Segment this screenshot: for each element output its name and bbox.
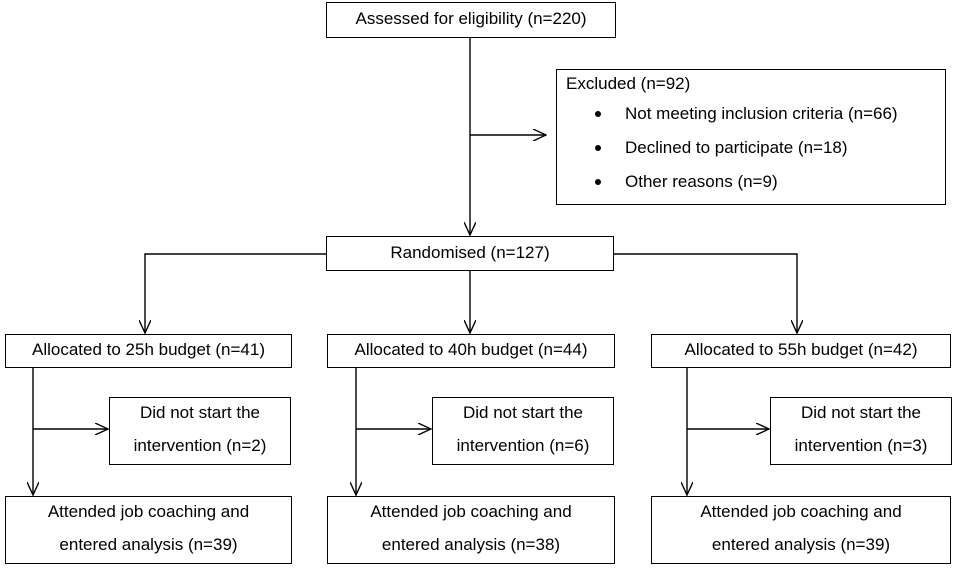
excluded-title: Excluded (n=92) <box>566 74 691 93</box>
arm-3-not-started-box: Did not start the intervention (n=3) <box>770 397 952 465</box>
excluded-reasons-list: Not meeting inclusion criteria (n=66) De… <box>557 104 898 206</box>
arm-3-allocated-label: Allocated to 55h budget (n=42) <box>684 340 918 359</box>
arm-1-not-started-line-2: intervention (n=2) <box>133 436 267 455</box>
arm-3-not-started-line-1: Did not start the <box>800 403 921 422</box>
randomised-box: Randomised (n=127) <box>326 236 614 271</box>
arm-2-analysis-line-2: entered analysis (n=38) <box>381 535 561 554</box>
arm-3-analysis-line-2: entered analysis (n=39) <box>711 535 891 554</box>
excluded-reason-item: Not meeting inclusion criteria (n=66) <box>557 104 898 138</box>
excluded-reason-item: Declined to participate (n=18) <box>557 138 898 172</box>
arrow-randomised-to-arm-3 <box>613 253 797 333</box>
excluded-reason-text: Declined to participate (n=18) <box>625 138 848 157</box>
arm-1-analysis-line-2: entered analysis (n=39) <box>59 535 238 554</box>
arm-1-allocated-box: Allocated to 25h budget (n=41) <box>5 334 292 368</box>
arm-3-analysis-line-1: Attended job coaching and <box>700 502 902 521</box>
bullet-icon <box>595 179 601 185</box>
bullet-icon <box>595 145 601 151</box>
arm-2-analysis-line-1: Attended job coaching and <box>370 502 572 521</box>
excluded-reason-text: Not meeting inclusion criteria (n=66) <box>625 104 898 123</box>
excluded-box: Excluded (n=92) Not meeting inclusion cr… <box>556 69 946 205</box>
arm-1-not-started-line-1: Did not start the <box>139 403 260 422</box>
arm-1-analysis-box: Attended job coaching and entered analys… <box>5 496 292 564</box>
arm-2-allocated-box: Allocated to 40h budget (n=44) <box>327 334 615 368</box>
assessed-label: Assessed for eligibility (n=220) <box>355 9 587 28</box>
arm-1-not-started-box: Did not start the intervention (n=2) <box>109 397 291 465</box>
arm-2-not-started-box: Did not start the intervention (n=6) <box>432 397 614 465</box>
bullet-icon <box>595 111 601 117</box>
arm-2-allocated-label: Allocated to 40h budget (n=44) <box>354 340 588 359</box>
assessed-box: Assessed for eligibility (n=220) <box>326 2 616 38</box>
excluded-reason-item: Other reasons (n=9) <box>557 172 898 206</box>
arm-3-analysis-box: Attended job coaching and entered analys… <box>651 496 951 564</box>
arm-3-not-started-line-2: intervention (n=3) <box>794 436 928 455</box>
arm-3-allocated-box: Allocated to 55h budget (n=42) <box>651 334 951 368</box>
arm-2-not-started-line-2: intervention (n=6) <box>456 436 590 455</box>
arrow-randomised-to-arm-1 <box>145 253 327 333</box>
excluded-reason-text: Other reasons (n=9) <box>625 172 778 191</box>
randomised-label: Randomised (n=127) <box>390 243 550 262</box>
arm-2-analysis-box: Attended job coaching and entered analys… <box>327 496 615 564</box>
arm-2-not-started-line-1: Did not start the <box>462 403 583 422</box>
arm-1-allocated-label: Allocated to 25h budget (n=41) <box>32 340 265 359</box>
arm-1-analysis-line-1: Attended job coaching and <box>47 502 250 521</box>
